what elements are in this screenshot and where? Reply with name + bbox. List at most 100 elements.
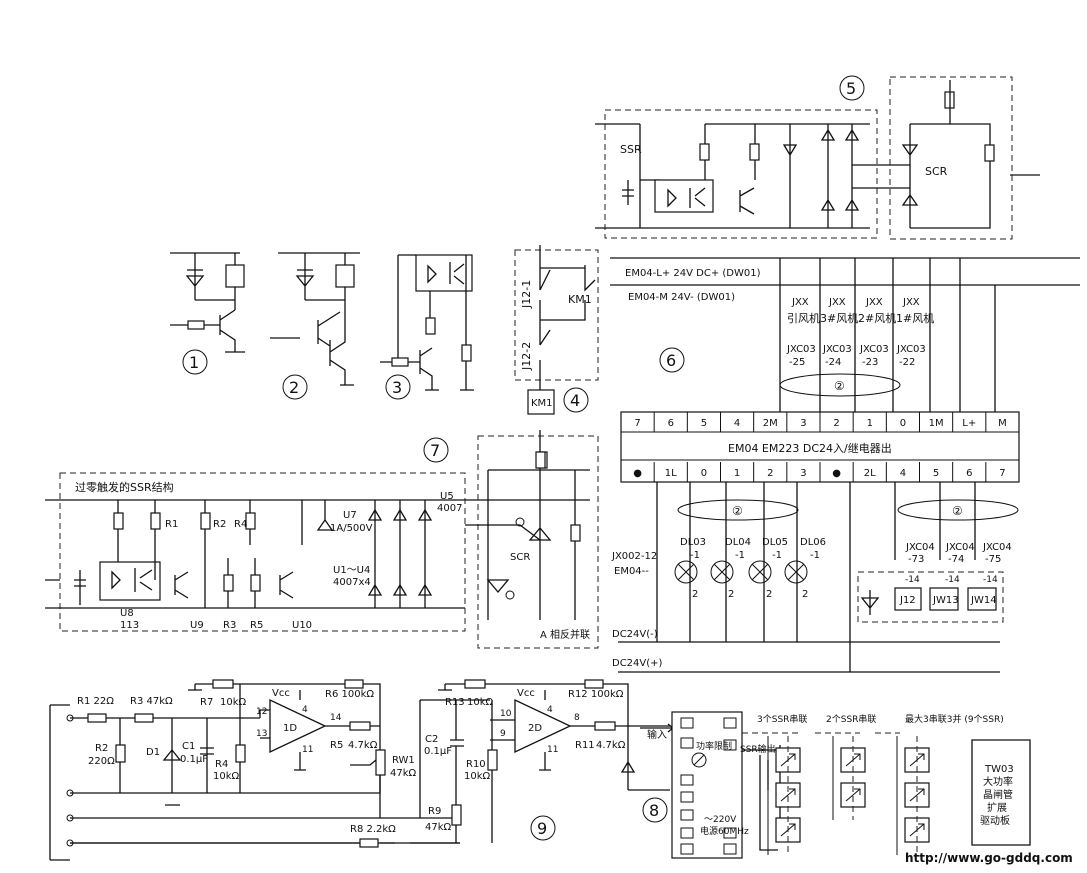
s7-u5: U5 <box>440 491 454 502</box>
resistor <box>391 357 409 367</box>
jxc-top-3: JXC03 <box>896 344 926 355</box>
jxc-top-1: JXC03 <box>822 344 852 355</box>
km1-coil-label: KM1 <box>531 398 553 409</box>
s9-r4: R4 <box>215 759 228 770</box>
s7-u8v: 113 <box>120 620 139 631</box>
top_terms-4: 2M <box>763 418 778 429</box>
lamp-label-3: DL06 <box>800 537 826 548</box>
s9-op1: 1D <box>283 723 297 734</box>
section-circles: 5 1 2 3 4 6 7 8 9 <box>182 75 865 841</box>
jxc-bot-n-2: -75 <box>985 554 1001 565</box>
s9-r7: R7 <box>200 697 213 708</box>
jxx-1: JXX <box>828 297 846 308</box>
bot_terms-6: ● <box>832 468 841 479</box>
resistor <box>187 320 205 330</box>
s9-r13v: 10kΩ <box>467 697 494 708</box>
resistor <box>113 512 124 530</box>
top_terms-2: 5 <box>701 418 707 429</box>
s8-power2: 电源60MHz <box>700 825 749 837</box>
circle-1: 1 <box>189 353 199 372</box>
s9-p4a: 4 <box>302 705 308 715</box>
s9-rw1v: 47kΩ <box>390 768 417 779</box>
lamp-sub-1: -1 <box>735 550 745 561</box>
s9-r7v: 10kΩ <box>220 697 247 708</box>
bot_terms-4: 2 <box>767 468 773 479</box>
jxc-bot-n-1: -74 <box>948 554 964 565</box>
lamp-label-0: DL03 <box>680 537 706 548</box>
s9-p11a: 11 <box>302 745 313 755</box>
s9-r13: R13 <box>445 697 465 708</box>
section-1-3-drivers <box>170 252 474 391</box>
bot_terms-1: 1L <box>665 468 677 479</box>
bot_terms-2: 0 <box>701 468 707 479</box>
circle-5: 5 <box>846 79 856 98</box>
circle-3: 3 <box>392 378 402 397</box>
s7-u7v: 1A/500V <box>330 523 373 534</box>
km1-contact-label: KM1 <box>568 293 592 306</box>
bot_terms-8: 4 <box>900 468 906 479</box>
tw03-4: 驱动板 <box>980 814 1010 827</box>
relay-n-1: -14 <box>945 575 960 585</box>
s9-op2: 2D <box>528 723 542 734</box>
opamp-2 <box>514 698 572 754</box>
s8-h3: 3个SSR串联 <box>757 714 807 725</box>
bot_terms-11: 7 <box>999 468 1005 479</box>
jx002-label: JX002-12 <box>611 551 657 562</box>
jxc-top-n-0: -25 <box>789 357 805 368</box>
circle-4: 4 <box>570 391 580 410</box>
s9-c1v: 0.1μF <box>180 754 208 765</box>
lamp-sub-2: -1 <box>772 550 782 561</box>
s7-u10: U10 <box>292 620 312 631</box>
s9-r3: R3 47kΩ <box>130 696 173 707</box>
s8-hmax: 最大3串联3并 (9个SSR) <box>905 713 1004 725</box>
s9-r2v: 220Ω <box>88 756 115 767</box>
top_terms-9: 1M <box>929 418 944 429</box>
top_terms-3: 4 <box>734 418 740 429</box>
s9-r12: R12 100kΩ <box>568 689 624 700</box>
jxc-bot-n-0: -73 <box>908 554 924 565</box>
section-4-contactor: J12-1 J12-2 KM1 KM1 <box>514 245 599 415</box>
optocoupler <box>415 254 473 292</box>
optocoupler <box>654 179 714 213</box>
module-title: EM04 EM223 DC24入/继电器出 <box>728 441 892 455</box>
s9-p9b: 9 <box>500 729 506 739</box>
fan-relays: JXX JXX JXX JXX 引风机 3#风机 2#风机 1#风机 JXC03… <box>779 297 934 397</box>
s8-ssr-out: SSR输出 <box>740 743 776 755</box>
jxx-3: JXX <box>902 297 920 308</box>
s9-r8: R8 2.2kΩ <box>350 824 396 835</box>
tw03-0: TW03 <box>984 764 1014 775</box>
s7-r5: R5 <box>250 620 263 631</box>
resistor <box>749 143 760 161</box>
bottom-relays: JXC04 JXC04 JXC04 -73 -74 -75 -14 -14 -1… <box>857 542 1012 623</box>
circle-8: 8 <box>649 801 659 820</box>
s9-p8b: 8 <box>574 713 580 723</box>
em04-left-label: EM04-- <box>614 566 649 577</box>
lamp-label-2: DL05 <box>762 537 788 548</box>
tw03-3: 扩展 <box>987 801 1007 814</box>
relay-jw14: JW14 <box>970 595 997 606</box>
resistor <box>461 344 472 362</box>
dc-pos-label: DC24V(+) <box>612 658 663 669</box>
opamp-1 <box>269 698 327 754</box>
s9-r10: R10 <box>466 759 486 770</box>
jxc-bot-1: JXC04 <box>945 542 975 553</box>
jxc-top-2: JXC03 <box>859 344 889 355</box>
s9-vcc2: Vcc <box>517 688 535 699</box>
s9-r9v: 47kΩ <box>425 822 452 833</box>
circle-6: 6 <box>666 351 676 370</box>
jxc-top-n-2: -23 <box>862 357 878 368</box>
relay-n-2: -14 <box>983 575 998 585</box>
top_terms-1: 6 <box>668 418 674 429</box>
fan-2: 2#风机 <box>858 311 896 325</box>
lamp-n-1: 2 <box>728 589 734 600</box>
s9-r9: R9 <box>428 806 441 817</box>
ssr-label: SSR <box>620 143 642 156</box>
top_terms-8: 0 <box>900 418 906 429</box>
lamps: DL03 DL04 DL05 DL06 -1 -1 -1 -1 2 2 2 2 <box>674 537 826 600</box>
s7-u7: U7 <box>343 510 357 521</box>
s9-p10b: 10 <box>500 709 512 719</box>
s9-p14a: 14 <box>330 713 342 723</box>
section-5-ssr-scr: SSR SCR <box>595 76 1040 240</box>
s9-p13a: 13 <box>256 729 267 739</box>
relay-n-0: -14 <box>905 575 920 585</box>
